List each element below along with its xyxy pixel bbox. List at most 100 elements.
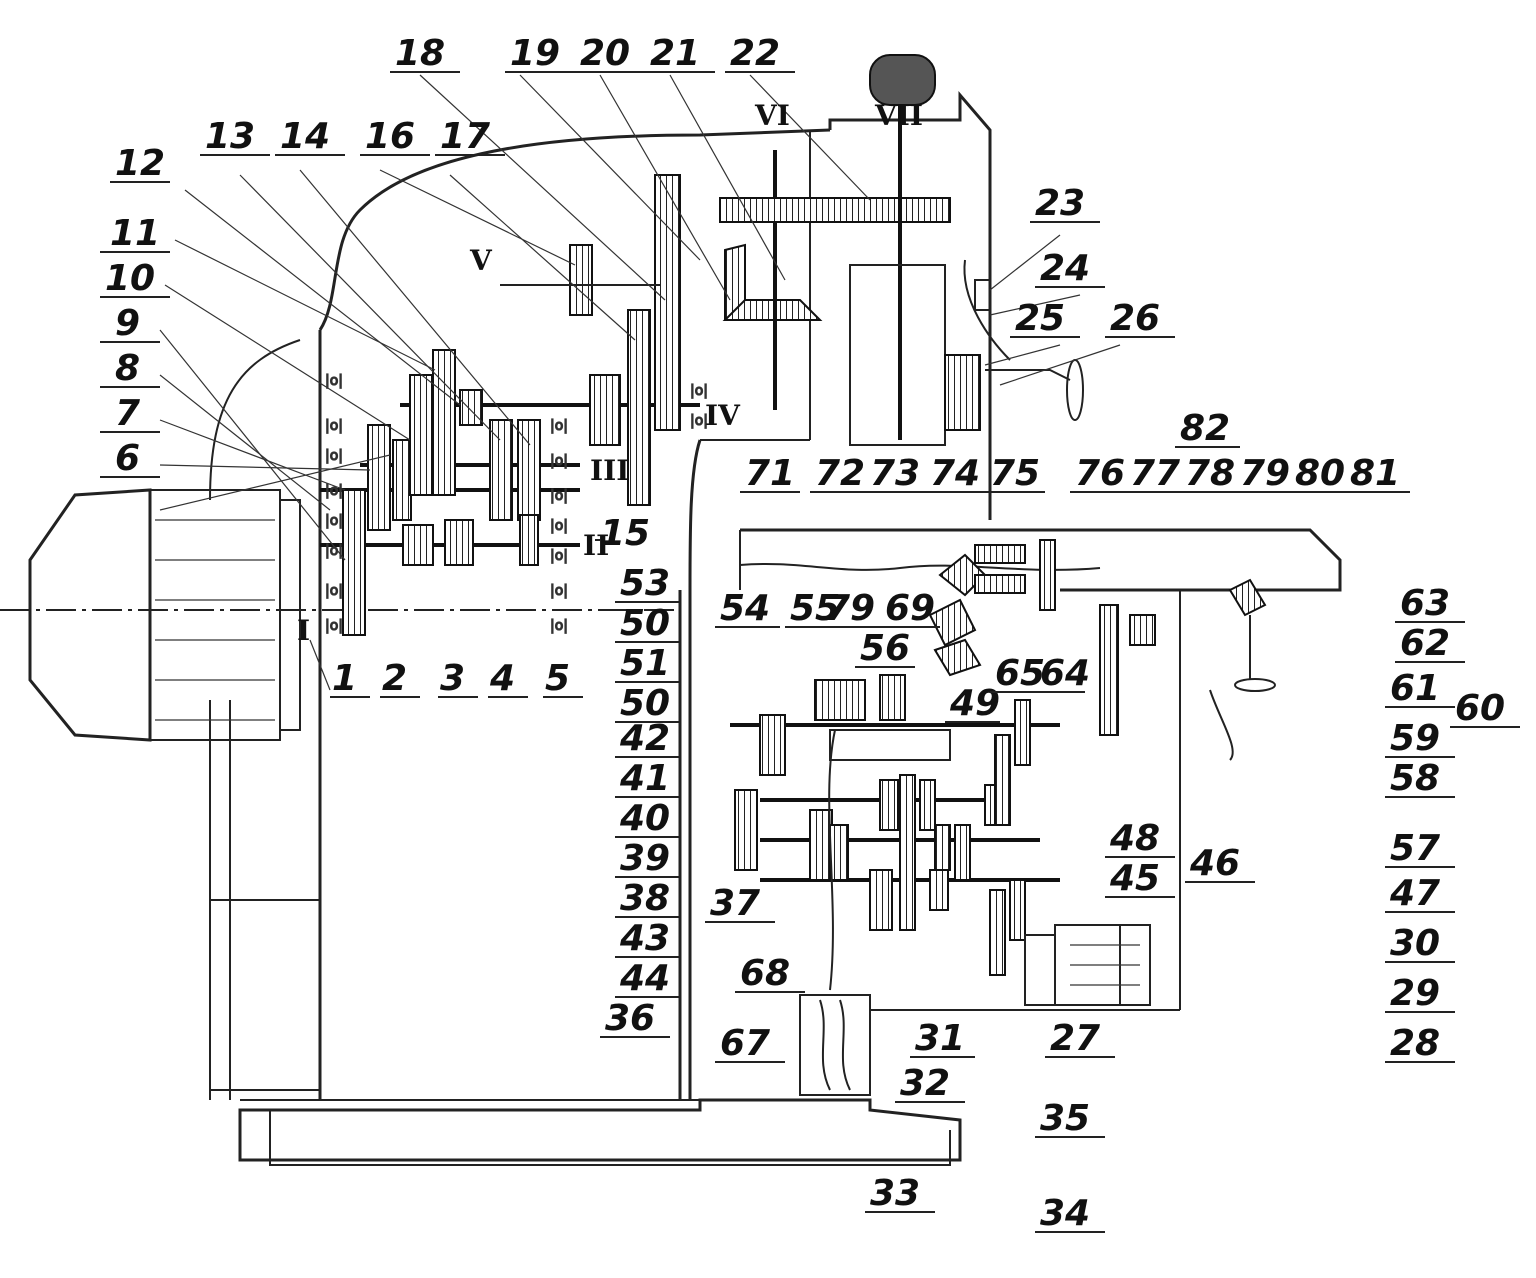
label-50b: 50 [620,683,670,724]
svg-text:|o|: |o| [550,548,568,564]
shaft-label-III: III [590,454,629,487]
label-35: 35 [1040,1098,1090,1139]
label-12: 12 [115,143,165,184]
svg-text:|o|: |o| [550,418,568,434]
svg-text:|o|: |o| [550,518,568,534]
label-18: 18 [395,33,445,74]
label-2: 2 [382,658,407,699]
label-25: 25 [1015,298,1065,339]
svg-text:|o|: |o| [550,453,568,469]
label-71: 71 [745,453,795,494]
label-50a: 50 [620,603,670,644]
label-60: 60 [1455,688,1505,729]
label-27: 27 [1050,1018,1100,1059]
label-64: 64 [1040,653,1090,694]
label-75: 75 [990,453,1040,494]
label-17: 17 [440,116,490,157]
label-underlines [100,71,1520,1233]
label-48: 48 [1109,818,1160,859]
label-1: 1 [332,658,357,699]
svg-text:|o|: |o| [690,383,708,399]
label-10: 10 [105,258,155,299]
svg-text:|o|: |o| [550,583,568,599]
shaft-label-I: I [297,614,310,647]
label-51: 51 [620,643,670,684]
shaft-labels: I II III IV V VI VII [297,99,923,647]
part-labels: 1 2 3 4 5 6 7 8 9 10 11 12 13 14 15 16 1… [105,33,1505,1234]
label-9: 9 [115,303,140,344]
machine-frame [209,54,1342,1166]
label-33: 33 [870,1173,920,1214]
label-54: 54 [720,588,770,629]
label-79a: 79 [1240,453,1290,494]
label-26: 26 [1110,298,1160,339]
label-20: 20 [580,33,630,74]
label-49: 49 [949,683,1000,724]
label-47: 47 [1389,873,1440,914]
label-41: 41 [619,758,670,799]
label-34: 34 [1040,1193,1090,1234]
label-53: 53 [620,563,670,604]
svg-text:|o|: |o| [690,413,708,429]
label-55: 55 [790,588,840,629]
leader-lines [159,74,1121,691]
svg-text:|o|: |o| [325,513,343,529]
shaft-label-VII: VII [874,99,923,132]
svg-text:|o|: |o| [550,488,568,504]
label-6: 6 [115,438,140,479]
shaft-label-II: II [583,529,609,562]
label-58: 58 [1390,758,1440,799]
svg-text:|o|: |o| [325,618,343,634]
label-30: 30 [1390,923,1440,964]
label-24: 24 [1040,248,1090,289]
label-13: 13 [205,116,255,157]
shaft-label-VI: VI [754,99,790,132]
shaft-label-V: V [469,244,493,277]
label-74: 74 [930,453,980,494]
label-43: 43 [619,918,670,959]
label-44: 44 [619,958,670,999]
label-73: 73 [870,453,920,494]
label-76: 76 [1075,453,1125,494]
label-5: 5 [545,658,570,699]
label-36: 36 [605,998,655,1039]
spindle-gearbox: |o| |o| |o| |o| |o| |o| |o| |o| |o| |o| … [320,105,1084,636]
label-21: 21 [650,33,700,74]
label-81: 81 [1350,453,1400,494]
label-82: 82 [1180,408,1230,449]
svg-text:|o|: |o| [325,448,343,464]
label-61: 61 [1390,668,1440,709]
label-67: 67 [720,1023,770,1064]
svg-text:|o|: |o| [550,618,568,634]
label-79b: 79 [825,588,875,629]
label-38: 38 [620,878,670,919]
svg-text:|o|: |o| [325,543,343,559]
label-4: 4 [489,658,515,699]
label-37: 37 [710,883,760,924]
label-39: 39 [620,838,670,879]
main-motor [0,488,680,742]
label-40: 40 [619,798,670,839]
svg-text:|o|: |o| [325,418,343,434]
label-19: 19 [510,33,560,74]
label-22: 22 [730,33,780,74]
label-16: 16 [365,116,415,157]
label-45: 45 [1109,858,1160,899]
label-59: 59 [1390,718,1440,759]
svg-text:|o|: |o| [325,373,343,389]
label-77: 77 [1130,453,1180,494]
label-68: 68 [740,953,790,994]
label-57: 57 [1390,828,1440,869]
svg-text:|o|: |o| [325,583,343,599]
label-42: 42 [619,718,670,759]
label-15: 15 [600,513,650,554]
label-56: 56 [860,628,910,669]
label-72: 72 [815,453,865,494]
label-3: 3 [440,658,465,699]
label-29: 29 [1390,973,1440,1014]
feed-mechanism [730,539,1276,1096]
label-80: 80 [1295,453,1345,494]
label-14: 14 [280,116,330,157]
label-63: 63 [1400,583,1450,624]
